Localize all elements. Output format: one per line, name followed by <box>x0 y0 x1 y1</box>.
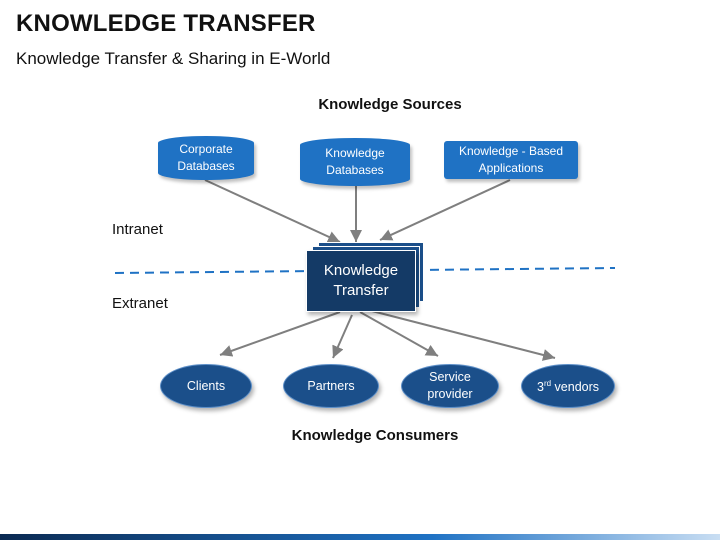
consumer-label: Partners <box>307 378 355 393</box>
arrow-applications-to-center <box>379 179 511 241</box>
knowledge-transfer-box: Knowledge Transfer <box>306 250 416 312</box>
consumer-label-suffix: vendors <box>551 380 600 395</box>
arrow-center-to-service <box>359 311 439 357</box>
source-label: Knowledge Databases <box>325 146 385 177</box>
consumer-label: Clients <box>186 378 226 393</box>
extranet-label: Extranet <box>112 295 168 312</box>
arrow-center-to-vendors <box>367 309 556 361</box>
bottom-accent-bar <box>0 534 720 540</box>
consumer-label-prefix: 3 <box>536 380 544 395</box>
source-knowledge-databases: Knowledge Databases <box>300 138 410 186</box>
source-label: Corporate Databases <box>177 142 235 173</box>
arrow-center-to-partners <box>332 314 353 359</box>
consumer-service-provider: Service provider <box>401 364 499 408</box>
page-subtitle: Knowledge Transfer & Sharing in E-World <box>16 49 331 68</box>
consumer-label-sup: rd <box>543 379 552 389</box>
consumer-label: 3rd vendors <box>537 375 599 396</box>
consumer-label: Service provider <box>427 370 473 401</box>
consumer-clients: Clients <box>160 364 252 408</box>
page-title: KNOWLEDGE TRANSFER <box>16 10 316 37</box>
divider-line <box>114 267 616 274</box>
consumers-heading: Knowledge Consumers <box>291 427 459 444</box>
arrow-corporate-to-center <box>204 179 341 243</box>
center-label: Knowledge Transfer <box>323 262 399 299</box>
consumer-third-vendors: 3rd vendors <box>521 364 615 408</box>
intranet-label: Intranet <box>112 221 163 238</box>
sources-heading: Knowledge Sources <box>318 96 462 113</box>
arrow-center-to-clients <box>219 311 341 357</box>
source-knowledge-based-applications: Knowledge - Based Applications <box>444 141 578 179</box>
source-corporate-databases: Corporate Databases <box>158 136 254 180</box>
consumer-partners: Partners <box>283 364 379 408</box>
source-label: Knowledge - Based Applications <box>458 144 564 175</box>
